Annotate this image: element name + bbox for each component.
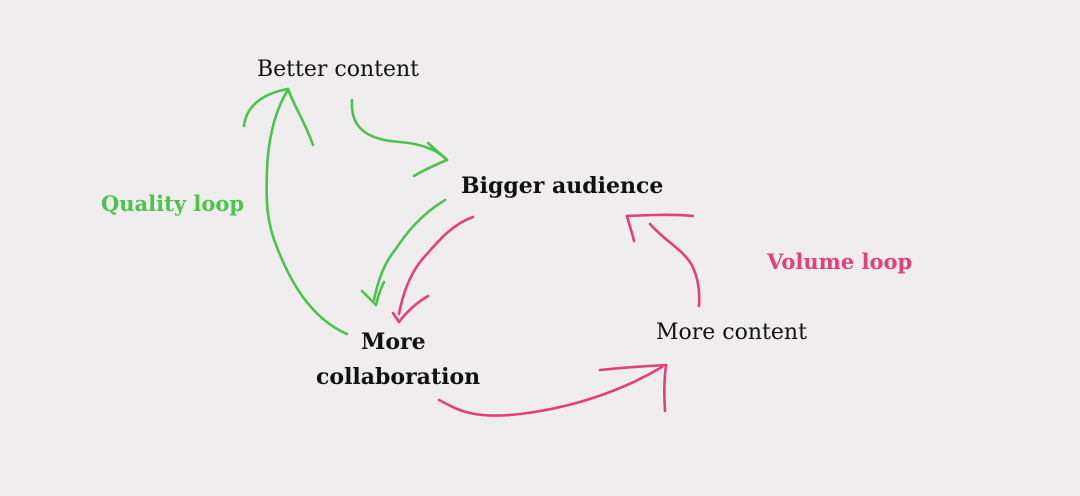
- arrow-bigger-to-collaboration-pink: [397, 215, 475, 316]
- arrow-collaboration-to-better: [265, 88, 349, 336]
- node-more-collaboration-line1: More: [361, 329, 426, 355]
- label-volume-loop: Volume loop: [767, 249, 913, 274]
- arrowhead-better-to-bigger-top: [426, 141, 449, 162]
- arrowhead-bigger-to-collaboration-left: [360, 289, 378, 307]
- arrow-bigger-to-collaboration: [372, 198, 447, 302]
- arrowhead-collaboration-to-better-right: [286, 87, 315, 147]
- node-more-content: More content: [656, 320, 807, 345]
- arrowhead-bigger-to-collaboration-pink: [391, 294, 430, 324]
- arrowhead-bigger-to-collaboration-right: [374, 280, 386, 307]
- arrow-better-to-bigger: [350, 98, 449, 162]
- quality-loop-arrows: [242, 87, 449, 336]
- node-better-content: Better content: [257, 57, 420, 82]
- arrow-collaboration-to-more-content: [437, 365, 664, 417]
- arrowhead-better-to-bigger-bottom: [412, 158, 449, 178]
- label-quality-loop: Quality loop: [101, 191, 245, 216]
- node-more-collaboration-line2: collaboration: [316, 364, 481, 390]
- volume-loop-arrows: [391, 213, 701, 417]
- arrowhead-more-content-to-bigger-right: [625, 213, 695, 218]
- arrowhead-collaboration-to-more-content-top: [598, 363, 668, 372]
- arrow-more-content-to-bigger: [648, 222, 701, 308]
- node-bigger-audience: Bigger audience: [461, 173, 664, 199]
- arrowhead-collaboration-to-more-content-bottom: [663, 363, 668, 413]
- arrowhead-more-content-to-bigger-left: [625, 214, 636, 243]
- arrowhead-collaboration-to-better-left: [242, 87, 290, 128]
